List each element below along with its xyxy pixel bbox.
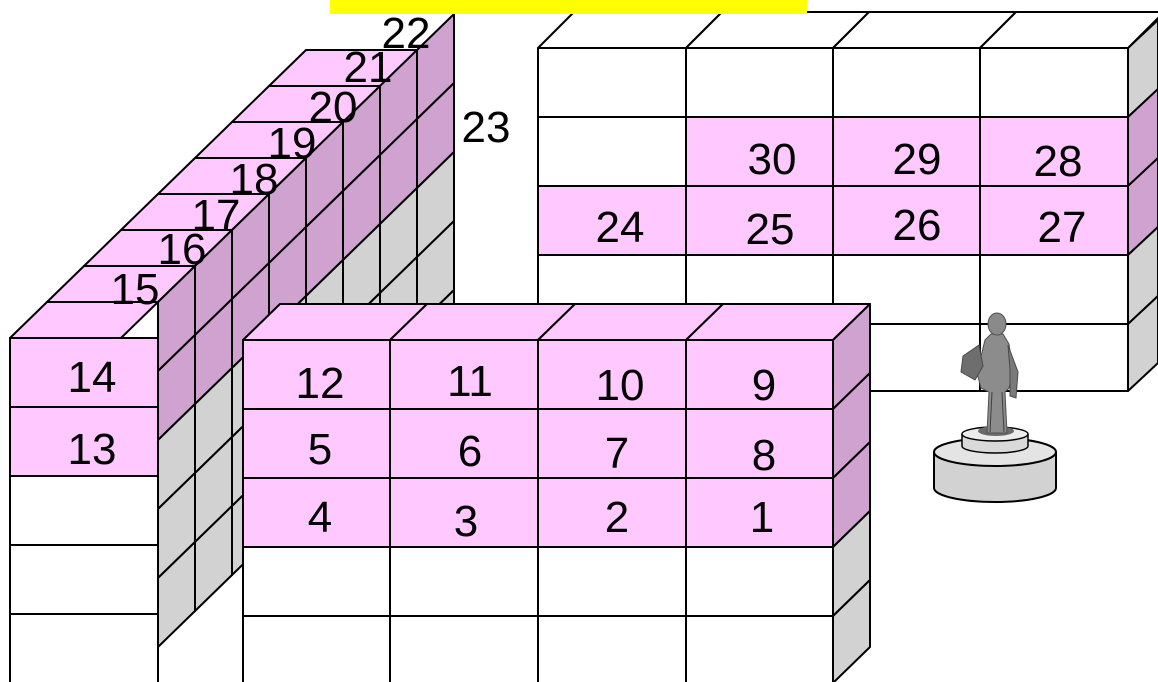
front-block-face: [390, 547, 538, 616]
back-block-face: [980, 48, 1128, 117]
cell-label: 3: [454, 497, 478, 546]
cell-label: 28: [1034, 137, 1083, 186]
cell-label: 30: [748, 135, 797, 184]
front-block-face: [243, 616, 390, 682]
left-wall-front: [10, 476, 158, 545]
cell-label: 12: [296, 359, 345, 408]
cell-label: 5: [308, 425, 332, 474]
cell-label: 10: [596, 361, 645, 410]
cell-label: 25: [746, 205, 795, 254]
back-block-face: [833, 48, 980, 117]
cell-label: 6: [458, 427, 482, 476]
cell-label: 11: [447, 357, 493, 406]
cell-label: 14: [68, 353, 117, 402]
back-block-face: [686, 48, 833, 117]
cell-label: 2: [605, 493, 629, 542]
cell-label: 29: [893, 135, 942, 184]
front-block-face: [686, 616, 833, 682]
front-block-face: [243, 547, 390, 616]
cell-label: 27: [1038, 203, 1087, 252]
front-block-face: [538, 547, 686, 616]
front-block-face: [390, 616, 538, 682]
cell-label: 13: [68, 425, 117, 474]
cell-label: 24: [596, 203, 645, 252]
left-wall-front: [10, 614, 158, 682]
back-block-face: [538, 117, 686, 186]
back-block-face: [980, 255, 1128, 324]
front-block-face: [686, 547, 833, 616]
cell-label: 7: [605, 429, 629, 478]
cell-label: 8: [752, 431, 776, 480]
left-wall-front: [10, 545, 158, 614]
cell-label: 15: [111, 265, 160, 314]
cell-label: 4: [308, 493, 332, 542]
front-block-face: [538, 616, 686, 682]
back-block-face: [538, 48, 686, 117]
cell-label: 26: [893, 201, 942, 250]
cell-label: 1: [750, 493, 774, 542]
cell-label: 9: [752, 361, 776, 410]
cell-label: 23: [462, 103, 511, 152]
cell-label: 22: [382, 9, 431, 58]
